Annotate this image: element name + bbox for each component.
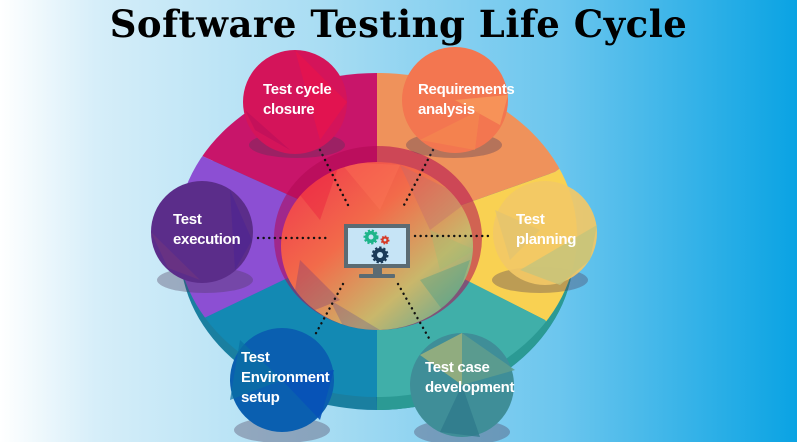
phase-label-test-planning: Test planning [516, 210, 576, 250]
label-line: planning [516, 231, 577, 248]
phase-circle-requirements-analysis[interactable] [402, 47, 508, 153]
phase-circle-test-case-development[interactable] [410, 333, 515, 437]
label-line: closure [263, 101, 315, 118]
phase-circle-test-execution[interactable] [151, 181, 253, 283]
connector-lines [256, 148, 492, 342]
phase-label-test-environment-setup: Test Environment setup [241, 348, 330, 408]
label-line: Test cycle [263, 81, 332, 98]
label-line: setup [241, 389, 280, 406]
phase-label-test-cycle-closure: Test cycle closure [263, 80, 332, 120]
phase-circle-test-planning[interactable] [493, 181, 597, 285]
label-line: Test case [425, 359, 490, 376]
phase-label-test-execution: Test execution [173, 210, 241, 250]
label-line: analysis [418, 101, 475, 118]
phase-circle-test-cycle-closure[interactable] [243, 50, 347, 154]
monitor-gears-icon [344, 224, 410, 278]
page-title: Software Testing Life Cycle [109, 2, 688, 46]
label-line: Test [173, 211, 202, 228]
phase-circle-test-environment-setup[interactable] [230, 328, 334, 432]
label-line: development [425, 379, 515, 396]
label-line: Test [241, 349, 270, 366]
label-line: Requirements [418, 81, 515, 98]
label-line: Test [516, 211, 545, 228]
phase-label-test-case-development: Test case development [425, 358, 515, 398]
label-line: execution [173, 231, 241, 248]
phase-label-requirements-analysis: Requirements analysis [418, 80, 515, 120]
label-line: Environment [241, 369, 330, 386]
